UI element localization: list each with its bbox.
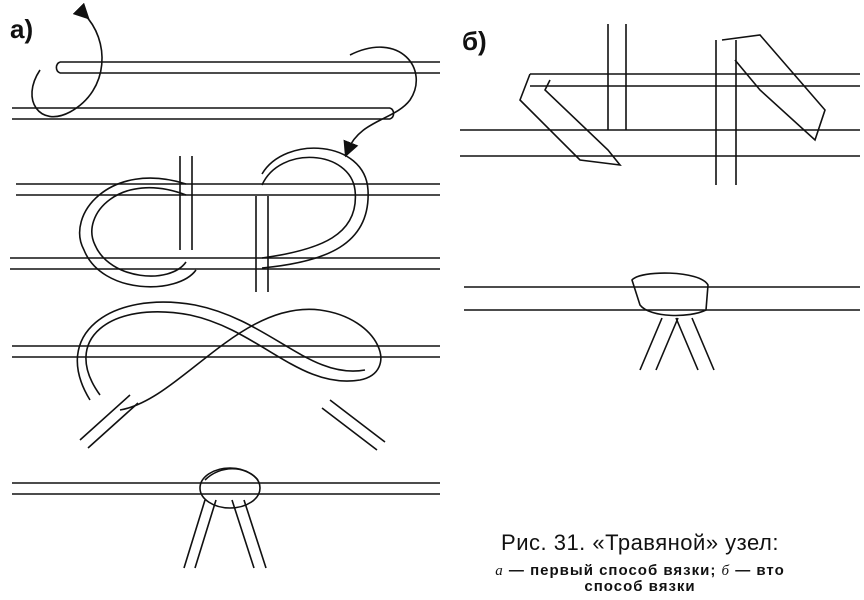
- panel-label-b: б): [462, 26, 487, 56]
- step-a3-figure-eight: [12, 301, 440, 451]
- caption-title: Рис. 31. «Травяной» узел:: [501, 530, 779, 555]
- caption-line-2: способ вязки: [584, 578, 696, 595]
- caption-letter-b: б: [721, 563, 731, 579]
- caption-text-a: — первый способ вязки;: [503, 562, 722, 579]
- step-b2-finished-knot: [464, 272, 860, 371]
- figure-caption: Рис. 31. «Травяной» узел: а — первый спо…: [430, 530, 850, 595]
- caption-line-1: а — первый способ вязки; б — вто: [430, 562, 850, 580]
- caption-text-b: — вто: [730, 562, 785, 579]
- caption-letter-a: а: [495, 563, 504, 579]
- panel-label-a: а): [10, 14, 34, 44]
- step-b1-tape-knot: [460, 24, 860, 185]
- step-a2-rope-loops: [10, 147, 440, 292]
- step-a1-ropes: [12, 2, 440, 158]
- step-a4-tied-knot: [12, 467, 440, 569]
